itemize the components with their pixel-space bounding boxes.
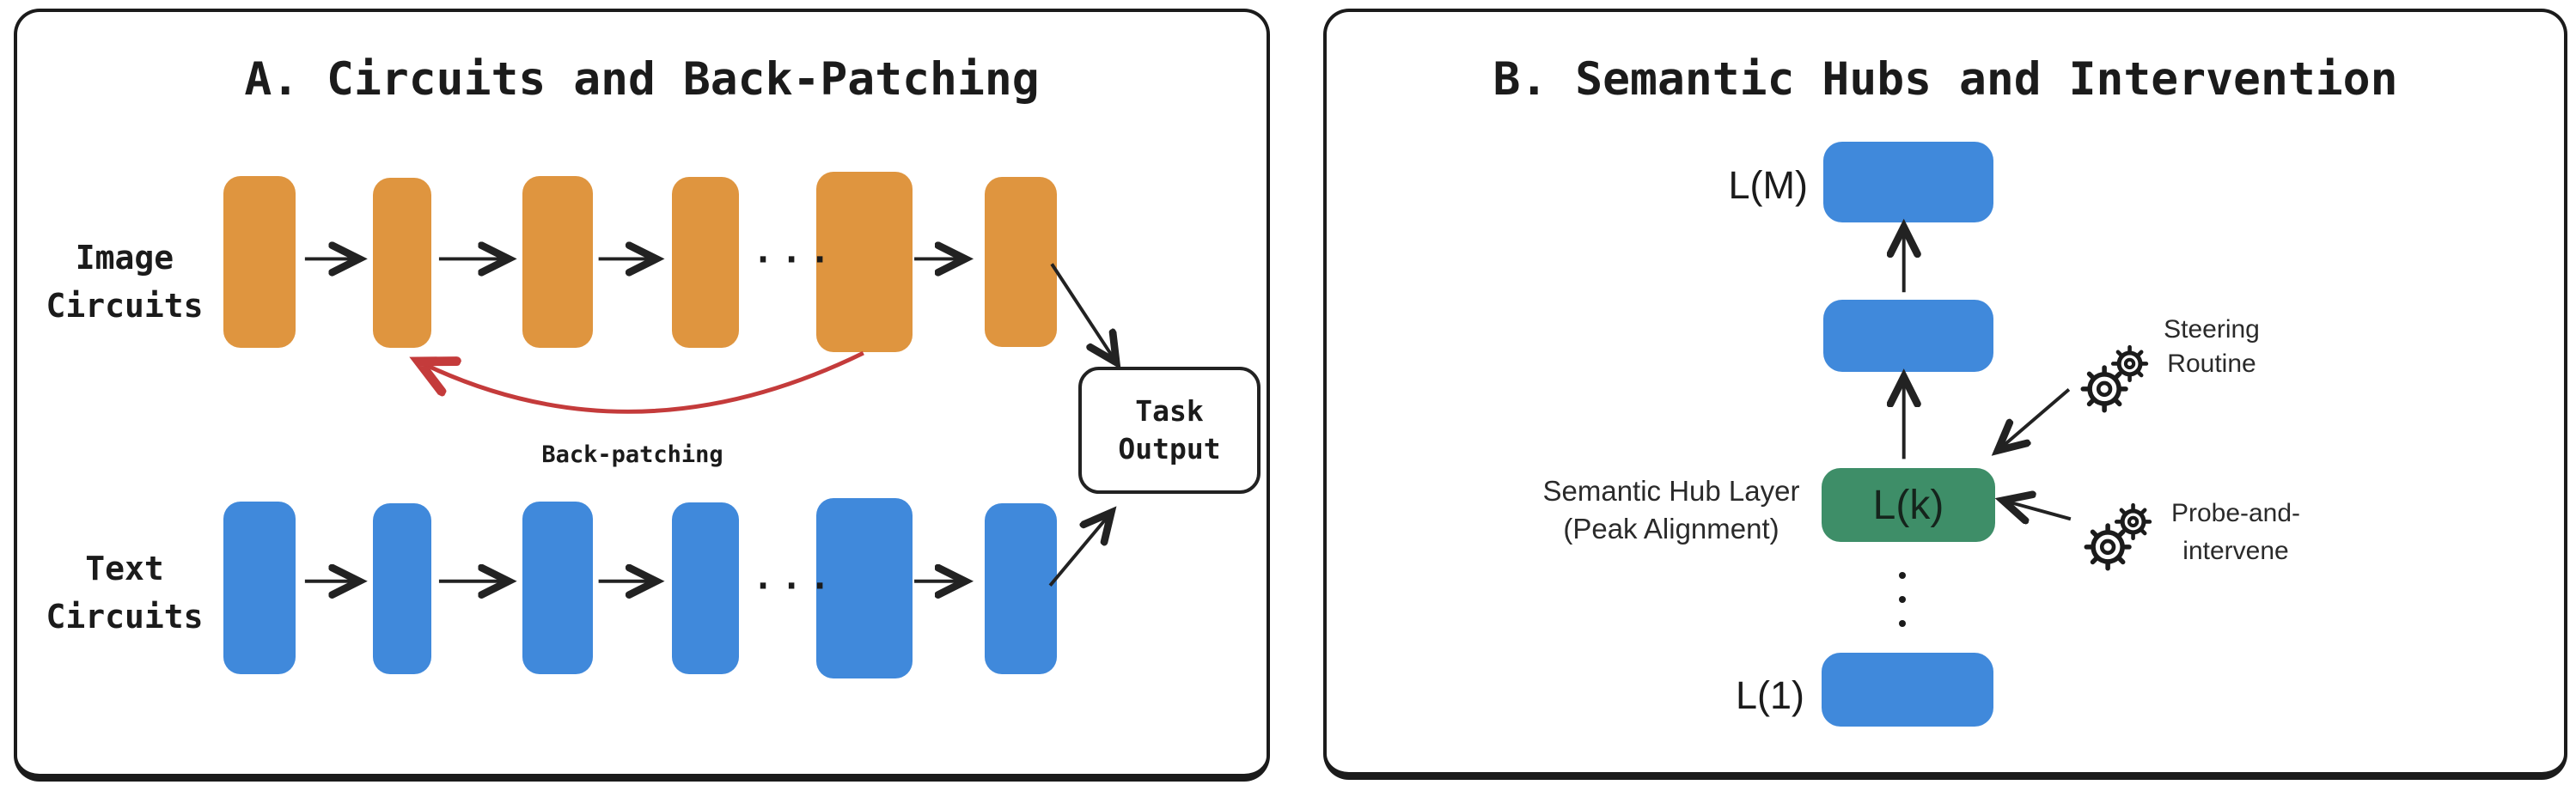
text-circuit-block-2 — [373, 503, 431, 674]
layer-1-block — [1822, 653, 1993, 727]
semantic-hub-caption-line1: Semantic Hub Layer — [1542, 475, 1800, 507]
image-circuit-block-5 — [816, 172, 913, 352]
panel-a-title: A. Circuits and Back-Patching — [244, 53, 1040, 106]
image-circuit-block-2 — [373, 178, 431, 348]
steering-to-hub-arrow — [1998, 388, 2071, 451]
steering-routine-label-line1: Steering — [2164, 315, 2260, 344]
probe-and-intervene-label: Probe-and- intervene — [2141, 495, 2330, 570]
back-patching-arrow — [418, 350, 864, 414]
steering-routine-label-line2: Routine — [2167, 350, 2256, 378]
image-circuits-label: Image Circuits — [34, 234, 215, 330]
text-to-task-output-arrow — [1048, 513, 1111, 587]
image-circuit-block-3 — [522, 176, 593, 348]
ellipsis-dot — [1899, 572, 1906, 579]
image-circuit-block-4 — [672, 177, 739, 348]
task-output-line2: Output — [1118, 432, 1221, 465]
text-circuits-label-line1: Text — [85, 550, 164, 587]
probe-to-hub-arrow — [2003, 501, 2072, 520]
steering-routine-label: Steering Routine — [2117, 313, 2306, 381]
text-circuit-block-5 — [816, 498, 913, 678]
back-patching-label: Back-patching — [541, 441, 723, 468]
ellipsis-dot — [1899, 596, 1906, 603]
steering-gears-icon — [2080, 344, 2149, 413]
layer-m-block — [1823, 142, 1993, 222]
image-row-ellipsis: ··· — [753, 240, 839, 280]
image-to-task-output-arrow — [1050, 263, 1116, 362]
panel-semantic-hubs-intervention: B. Semantic Hubs and Intervention L(M) S… — [1323, 9, 2567, 780]
text-circuit-block-1 — [223, 502, 296, 674]
layer-1-label: L(1) — [1735, 673, 1804, 717]
probe-gears-icon — [2084, 502, 2152, 571]
text-circuit-block-3 — [522, 502, 593, 674]
semantic-hub-block-label: L(k) — [1872, 482, 1944, 528]
probe-label-line1: Probe-and- — [2170, 499, 2301, 527]
panel-b-title: B. Semantic Hubs and Intervention — [1492, 53, 2398, 106]
ellipsis-dot — [1899, 620, 1906, 627]
image-circuit-block-1 — [223, 176, 296, 348]
text-circuits-label: Text Circuits — [34, 545, 215, 641]
text-circuit-block-4 — [672, 502, 739, 674]
panel-circuits-back-patching: A. Circuits and Back-Patching Image Circ… — [14, 9, 1270, 782]
text-circuits-label-line2: Circuits — [46, 598, 204, 636]
task-output-box: Task Output — [1078, 367, 1261, 494]
text-row-ellipsis: ··· — [753, 567, 839, 606]
image-circuit-block-6 — [985, 177, 1057, 347]
layer-mid-block — [1823, 300, 1993, 372]
probe-label-line2: intervene — [2182, 537, 2289, 565]
task-output-line1: Task — [1135, 394, 1204, 428]
layer-m-label: L(M) — [1728, 163, 1808, 207]
text-circuit-block-6 — [985, 503, 1057, 674]
image-circuits-label-line1: Image — [75, 239, 174, 277]
semantic-hub-caption: Semantic Hub Layer (Peak Alignment) — [1529, 472, 1813, 548]
semantic-hub-caption-line2: (Peak Alignment) — [1563, 513, 1779, 545]
layers-vertical-ellipsis — [1899, 572, 1906, 627]
semantic-hub-block: L(k) — [1822, 468, 1995, 542]
image-circuits-label-line2: Circuits — [46, 287, 204, 325]
